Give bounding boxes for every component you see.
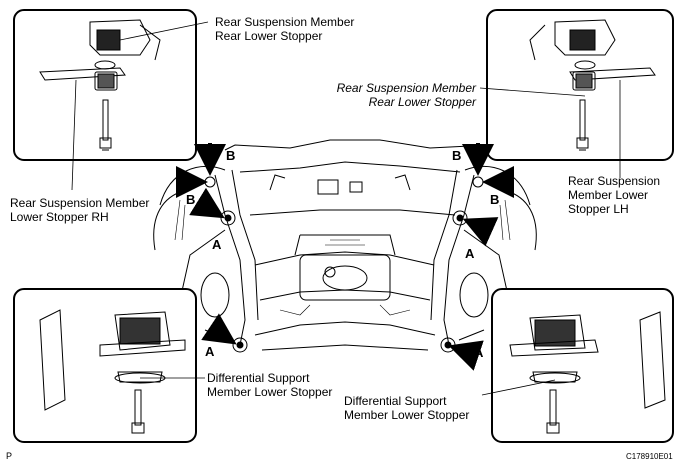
inset-bottom-left-box: [13, 288, 197, 443]
marker-b-right: B: [490, 192, 500, 207]
marker-b-top-left: B: [226, 148, 236, 163]
subframe-drawing: [153, 139, 537, 353]
marker-a-upper-left: A: [212, 237, 222, 252]
figure-code: C178910E01: [626, 452, 673, 461]
label-lower-stopper-rh: Rear Suspension Member Lower Stopper RH: [10, 196, 150, 224]
leader-lines: [71, 21, 621, 396]
callout-arrows: [176, 143, 514, 371]
label-rear-lower-stopper-left: Rear Suspension Member Rear Lower Stoppe…: [215, 15, 355, 43]
marker-b-left: B: [186, 192, 196, 207]
inset-bottom-left-parts: [39, 309, 186, 434]
label-differential-stopper-left: Differential Support Member Lower Stoppe…: [207, 371, 333, 399]
marker-a-lower-right: A: [474, 345, 484, 360]
marker-b-top-right: B: [452, 148, 462, 163]
marker-a-lower-left: A: [205, 344, 215, 359]
inset-top-right-parts: [529, 19, 656, 151]
page-letter: P: [6, 451, 13, 461]
marker-a-upper-right: A: [465, 246, 475, 261]
label-lower-stopper-lh: Rear Suspension Member Lower Stopper LH: [568, 174, 661, 216]
subframe-detail: [174, 199, 511, 316]
inset-bottom-right-box: [491, 288, 674, 443]
label-rear-lower-stopper-right: Rear Suspension Member Rear Lower Stoppe…: [336, 81, 476, 109]
inset-top-left-parts: [39, 19, 161, 151]
inset-bottom-right-parts: [509, 311, 666, 434]
label-differential-stopper-right: Differential Support Member Lower Stoppe…: [344, 394, 470, 422]
